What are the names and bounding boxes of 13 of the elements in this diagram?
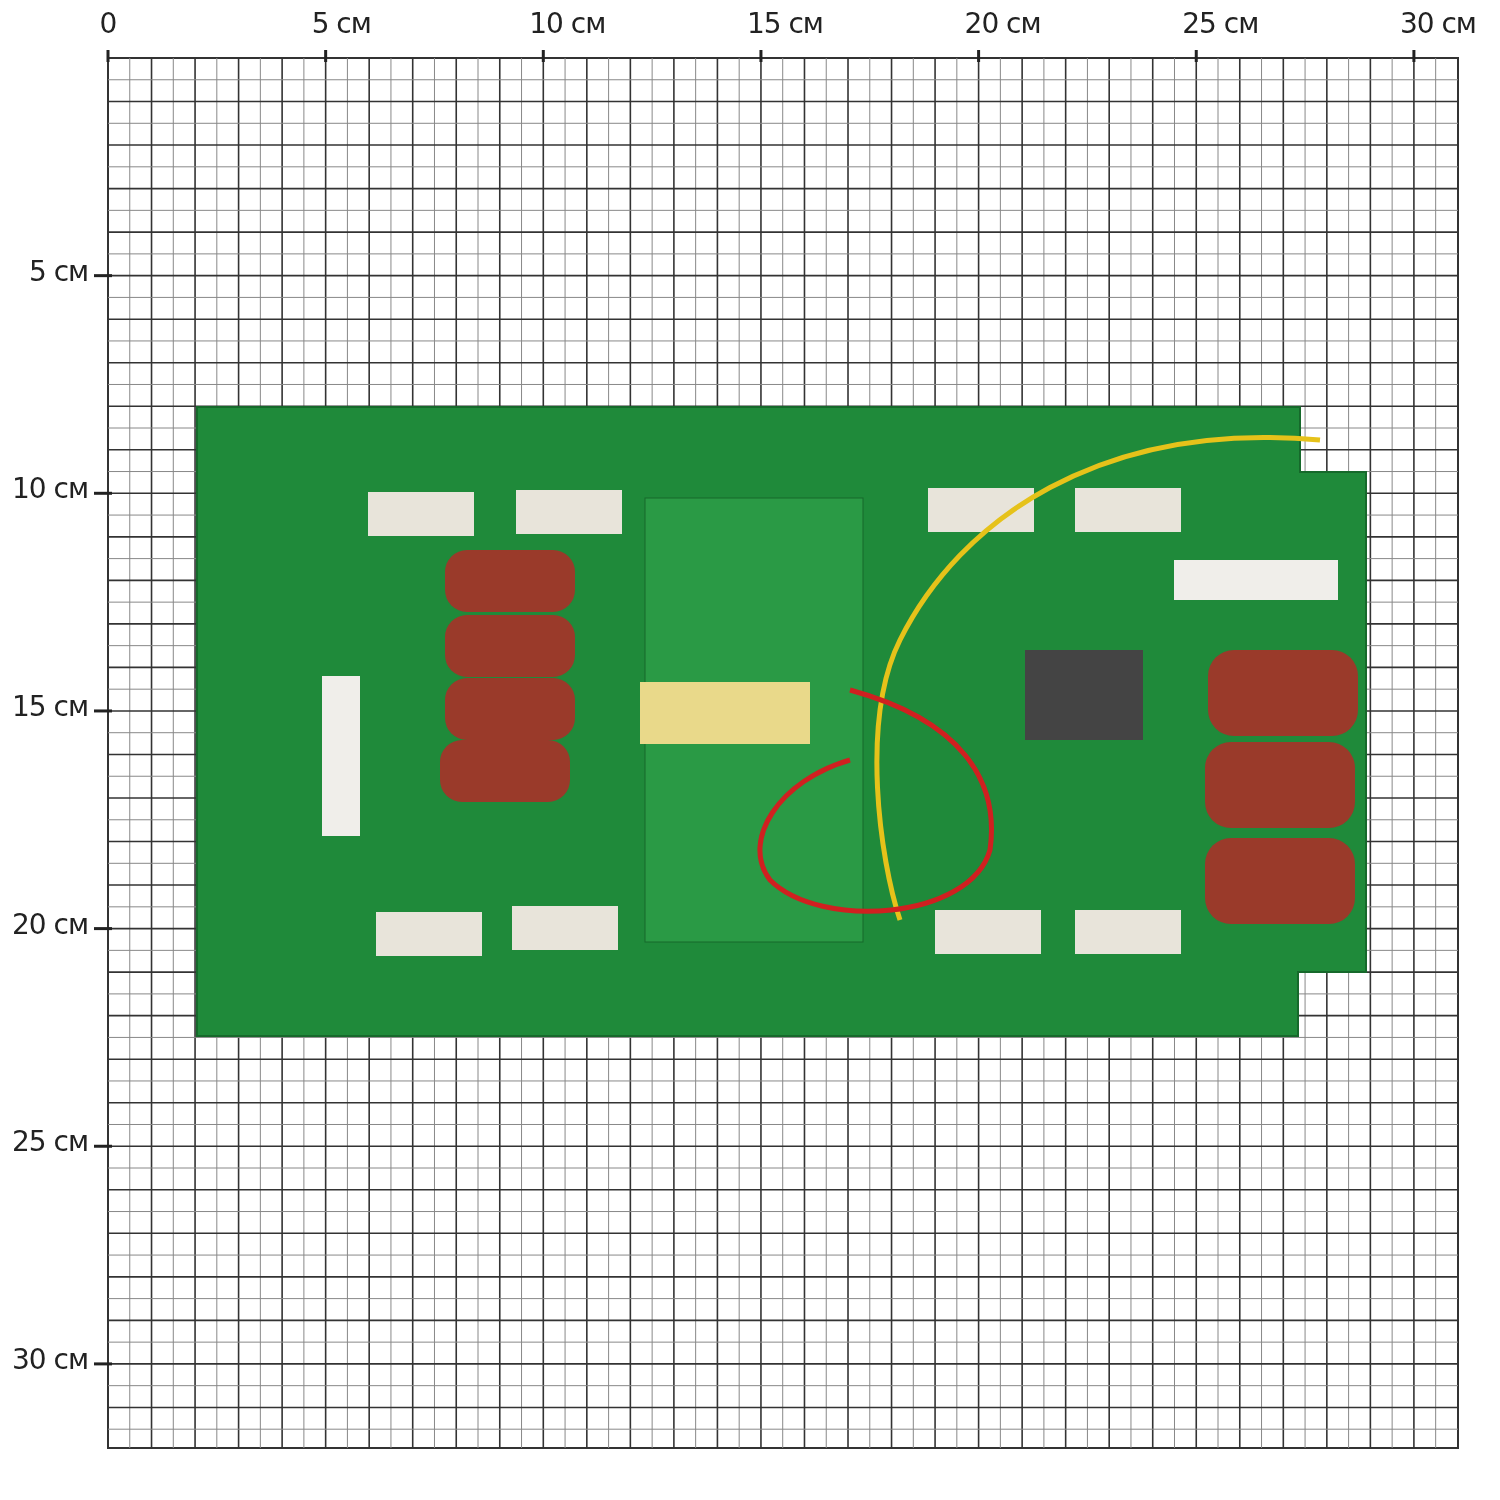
axis-tick-label: 25 см <box>12 1128 89 1157</box>
axis-tick-label: 15 см <box>746 10 823 38</box>
axis-tick-label: 30 см <box>1399 10 1476 38</box>
axis-tick-label: 10 см <box>529 10 606 38</box>
axis-tick-label: 5 см <box>311 10 371 38</box>
axis-tick-label: 20 см <box>12 910 89 939</box>
axis-tick-label: 30 см <box>12 1345 89 1374</box>
axis-tick-label: 20 см <box>964 10 1041 38</box>
axis-tick-label: 10 см <box>12 475 89 504</box>
axis-tick-label: 25 см <box>1182 10 1259 38</box>
axis-tick-label: 15 см <box>12 692 89 721</box>
axis-tick-label: 5 см <box>29 257 89 286</box>
axis-tick-label: 0 <box>99 10 117 38</box>
